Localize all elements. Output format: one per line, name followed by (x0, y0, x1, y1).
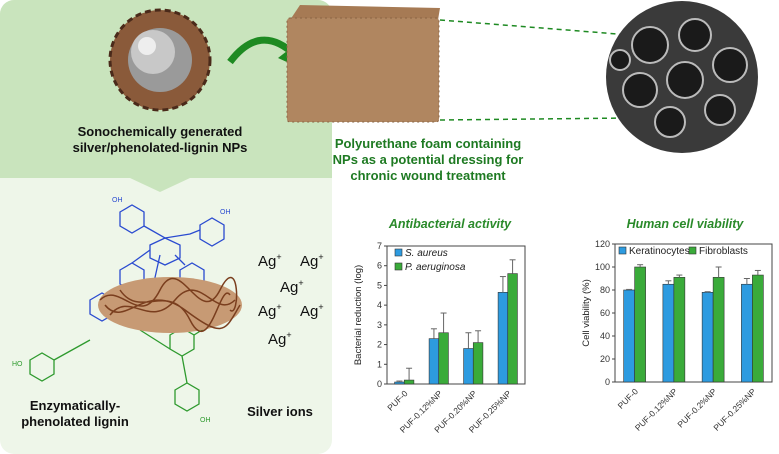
left-illustration: OH OH HO OH (12, 8, 242, 424)
bar (438, 332, 449, 385)
chevron-down-icon (130, 178, 190, 192)
y-tick-label: 5 (377, 280, 382, 290)
y-axis-label: Bacterial reduction (log) (353, 265, 364, 365)
y-tick-label: 60 (600, 308, 610, 318)
phenolated-lignin-icon (98, 276, 242, 333)
legend-label: Fibroblasts (699, 246, 748, 257)
legend-swatch (394, 248, 403, 257)
bar (507, 273, 518, 385)
y-tick-label: 2 (377, 340, 382, 350)
nanoparticle-icon (108, 8, 212, 112)
x-tick-label: PUF-0.25%NP (711, 386, 758, 433)
bar (741, 283, 753, 383)
y-tick-label: 4 (377, 300, 382, 310)
legend-label: Keratinocytes (629, 246, 690, 257)
lignin-label-line: phenolated lignin (21, 414, 129, 429)
bar (662, 283, 675, 383)
x-tick-label: PUF-0 (385, 388, 410, 413)
bar (623, 289, 635, 383)
y-tick-label: 120 (595, 239, 610, 249)
sem-image (606, 1, 758, 153)
y-tick-label: 3 (377, 320, 382, 330)
silver-ion-label: Ag+ (258, 302, 282, 320)
foam-caption-line: NPs as a potential dressing for (332, 152, 524, 167)
y-tick-label: 1 (377, 359, 382, 369)
ag-charge: + (276, 252, 282, 262)
bar (497, 292, 509, 385)
x-tick-label: PUF-0.2%NP (675, 386, 718, 429)
y-tick-label: 7 (377, 241, 382, 251)
legend-swatch (618, 246, 627, 255)
np-caption-line: Sonochemically generated (77, 124, 243, 139)
foam-caption-line: chronic wound treatment (350, 168, 506, 183)
y-tick-label: 100 (595, 262, 610, 272)
y-tick-label: 0 (377, 379, 382, 389)
ag-symbol: Ag (268, 331, 287, 348)
ag-symbol: Ag (280, 279, 299, 296)
x-tick-label: PUF-0 (616, 386, 641, 411)
ag-symbol: Ag (258, 253, 277, 270)
foam-image (286, 5, 440, 123)
foam-caption: Polyurethane foam containing NPs as a po… (328, 136, 528, 184)
lignin-label-line: Enzymatically- (29, 398, 121, 413)
chart-title-antibacterial: Antibacterial activity (388, 217, 512, 231)
bar (752, 274, 764, 383)
bar (634, 266, 646, 383)
bar (712, 277, 725, 383)
y-tick-label: 20 (600, 354, 610, 364)
plot-frame (386, 245, 526, 385)
ag-charge: + (298, 278, 304, 288)
ag-symbol: Ag (300, 253, 319, 270)
silver-ions-label: Silver ions (247, 404, 313, 419)
foam-caption-line: Polyurethane foam containing (334, 136, 522, 151)
legend-label: S. aureus (405, 248, 448, 259)
oh-label: OH (200, 417, 211, 424)
lignin-label: Enzymatically-phenolated lignin (10, 398, 140, 430)
silver-ion-label: Ag+ (300, 252, 324, 270)
silver-ion-label: Ag+ (300, 302, 324, 320)
bar (394, 381, 405, 385)
ho-label: HO (12, 361, 23, 368)
bar (701, 291, 714, 383)
oh-label: OH (112, 197, 123, 204)
y-axis-label: Cell viability (%) (581, 279, 592, 347)
oh-label: OH (220, 209, 231, 216)
legend-swatch (688, 246, 697, 255)
silver-ion-label: Ag+ (258, 252, 282, 270)
y-tick-label: 40 (600, 331, 610, 341)
zoom-line (439, 19, 631, 36)
bar (403, 379, 415, 385)
np-caption-line: silver/phenolated-lignin NPs (72, 140, 248, 155)
bar (428, 338, 440, 385)
legend-label: P. aeruginosa (405, 262, 466, 273)
y-tick-label: 6 (377, 261, 382, 271)
ag-charge: + (276, 302, 282, 312)
bar (472, 342, 484, 385)
ag-charge: + (318, 252, 324, 262)
chart-title-viability: Human cell viability (626, 217, 744, 231)
ag-symbol: Ag (300, 303, 319, 320)
y-tick-label: 80 (600, 285, 610, 295)
x-tick-label: PUF-0.12%NP (633, 386, 680, 433)
zoom-line (439, 117, 631, 121)
bar (673, 277, 686, 383)
bar (463, 348, 474, 385)
y-tick-label: 0 (605, 377, 610, 387)
ag-symbol: Ag (258, 303, 277, 320)
legend-swatch (394, 262, 403, 271)
silver-ion-label: Ag+ (268, 330, 292, 348)
ag-charge: + (286, 330, 292, 340)
silver-ion-label: Ag+ (280, 278, 304, 296)
ag-charge: + (318, 302, 324, 312)
